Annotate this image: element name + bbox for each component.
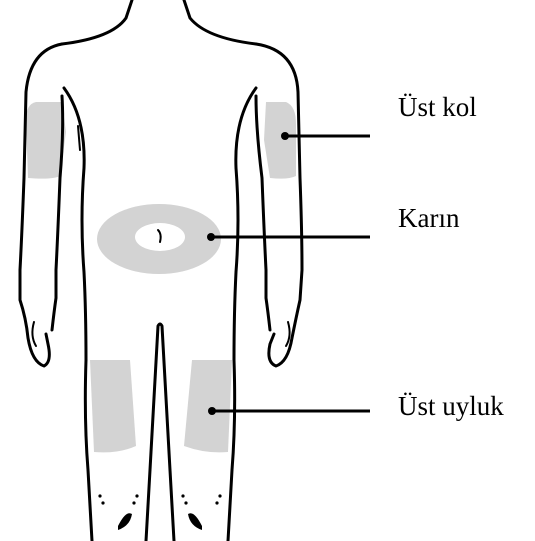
left-thumb	[32, 322, 36, 346]
neck-left	[62, 0, 132, 44]
inner-legs	[146, 324, 174, 541]
left-leg-outer	[85, 360, 92, 541]
knee-dot	[215, 501, 218, 504]
zone-right-upper-thigh	[184, 360, 232, 452]
zone-right-upper-arm	[264, 102, 296, 179]
armpit-marks	[78, 126, 80, 150]
knee-dot	[181, 494, 184, 497]
neck-right	[184, 0, 256, 44]
torso-left	[64, 88, 86, 360]
injection-zones	[26, 102, 296, 452]
zone-left-upper-thigh	[90, 360, 136, 452]
label-upper-arm: Üst kol	[398, 92, 477, 122]
right-thumb	[286, 322, 290, 346]
knee-dot	[135, 494, 138, 497]
knee-dot	[98, 494, 101, 497]
left-arm-outer	[20, 44, 62, 366]
label-abdomen: Karın	[398, 203, 460, 233]
knee-dot	[184, 501, 187, 504]
torso-right	[234, 88, 256, 360]
label-upper-thigh: Üst uyluk	[398, 391, 504, 421]
knee-dot	[101, 501, 104, 504]
knee-dot	[218, 494, 221, 497]
left-knee-mark	[118, 513, 132, 530]
knee-dot	[132, 501, 135, 504]
site-labels: Üst kol Karın Üst uyluk	[398, 92, 504, 421]
right-knee-mark	[188, 513, 202, 530]
